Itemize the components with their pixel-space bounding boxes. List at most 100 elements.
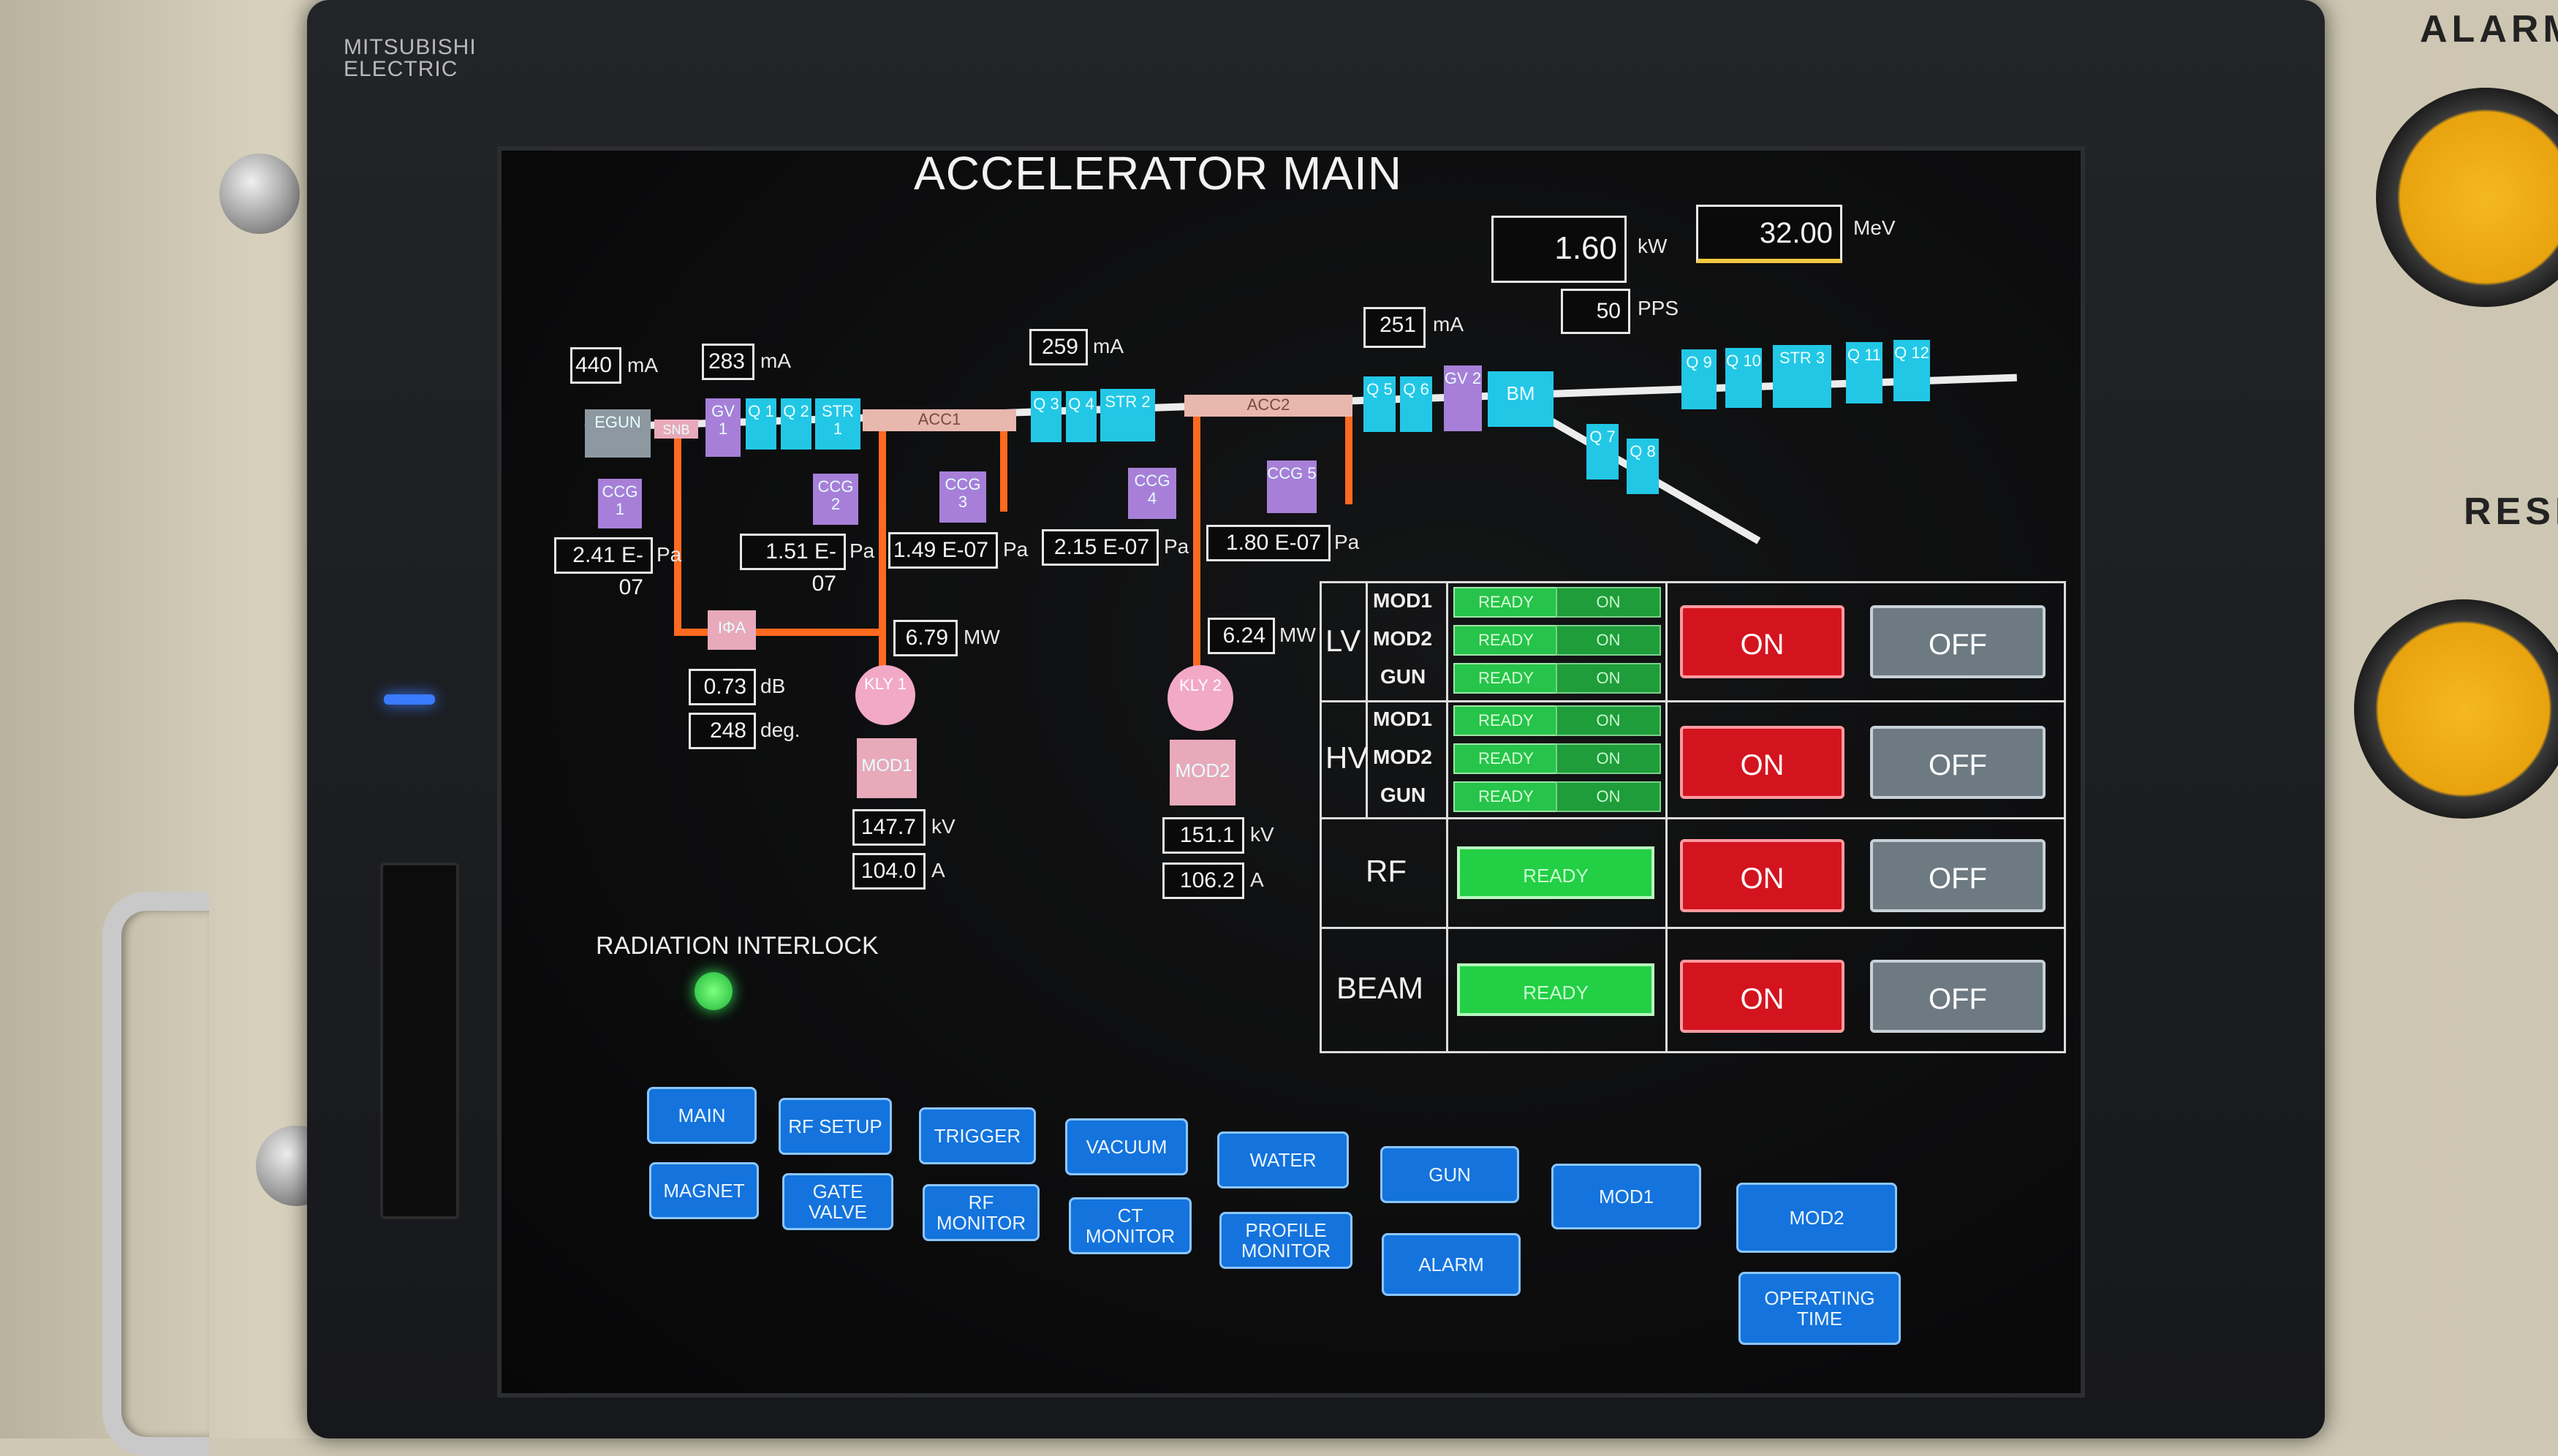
lv-label: LV [1325, 623, 1361, 658]
q1[interactable]: Q 1 [746, 398, 776, 450]
beam-on-button[interactable]: ON [1680, 960, 1844, 1033]
lv-mod1-ready: READY [1453, 587, 1559, 618]
current-unit-3: mA [1093, 335, 1124, 357]
acc1[interactable]: ACC1 [863, 409, 1016, 431]
q5[interactable]: Q 5 [1363, 376, 1396, 432]
page-title: ACCELERATOR MAIN [914, 147, 1402, 200]
hv-mod2-state: ON [1556, 743, 1661, 774]
q11[interactable]: Q 11 [1846, 342, 1882, 403]
q6[interactable]: Q 6 [1400, 376, 1432, 432]
q10[interactable]: Q 10 [1725, 348, 1762, 408]
alarm-button[interactable] [2376, 88, 2558, 307]
lv-mod1-state: ON [1556, 587, 1661, 618]
egun[interactable]: EGUN [585, 409, 651, 458]
current-readout-1: 440 [570, 347, 621, 384]
divider [1446, 583, 1448, 1051]
brand-line2: ELECTRIC [344, 57, 458, 81]
radiation-interlock-label: RADIATION INTERLOCK [596, 932, 879, 960]
ccg5[interactable]: CCG 5 [1267, 460, 1317, 513]
phase-attenuator[interactable]: IΦA [708, 610, 756, 650]
mw2-unit: MW [1279, 623, 1316, 646]
current-readout-4: 251 [1363, 307, 1426, 348]
nav-trigger-button[interactable]: TRIGGER [919, 1107, 1036, 1164]
current-unit-1: mA [627, 354, 658, 376]
bm[interactable]: BM [1488, 371, 1554, 427]
snb[interactable]: SNB [654, 420, 698, 439]
pressure-readout-1: 2.41 E-07 [554, 537, 653, 599]
q4[interactable]: Q 4 [1066, 391, 1097, 442]
mod2-kv-readout: 151.1 [1162, 817, 1244, 854]
gv2[interactable]: GV 2 [1444, 365, 1482, 431]
q2[interactable]: Q 2 [781, 398, 811, 450]
ccg2[interactable]: CCG 2 [813, 474, 858, 525]
pressure-unit-2: Pa [849, 539, 875, 562]
nav-gun-button[interactable]: GUN [1380, 1146, 1519, 1203]
mod1-kv-unit: kV [931, 815, 956, 838]
deg-readout: 248 [689, 713, 756, 749]
cabinet-handle [102, 892, 209, 1456]
lv-on-button[interactable]: ON [1680, 605, 1844, 678]
q12[interactable]: Q 12 [1893, 340, 1930, 401]
hv-off-button[interactable]: OFF [1870, 726, 2046, 799]
pressure-readout-4: 2.15 E-07 [1042, 529, 1159, 566]
lv-mod2-state: ON [1556, 625, 1661, 656]
mod1-a-unit: A [931, 859, 945, 881]
nav-mod2-button[interactable]: MOD2 [1736, 1183, 1897, 1253]
beam-label: BEAM [1336, 971, 1424, 1005]
divider [1322, 927, 2064, 929]
rf-off-button[interactable]: OFF [1870, 839, 2046, 912]
q9[interactable]: Q 9 [1681, 349, 1717, 409]
q3[interactable]: Q 3 [1031, 391, 1062, 442]
nav-main-button[interactable]: MAIN [647, 1087, 757, 1144]
lv-row-label: MOD1 [1373, 589, 1432, 612]
str3[interactable]: STR 3 [1773, 345, 1831, 408]
nav-rf-setup-button[interactable]: RF SETUP [779, 1098, 892, 1155]
nav-operating-time-button[interactable]: OPERATING TIME [1738, 1272, 1901, 1345]
rf-on-button[interactable]: ON [1680, 839, 1844, 912]
nav-alarm-button[interactable]: ALARM [1382, 1233, 1521, 1296]
radiation-interlock-indicator [695, 972, 733, 1010]
q8[interactable]: Q 8 [1627, 439, 1659, 494]
nav-vacuum-button[interactable]: VACUUM [1065, 1118, 1188, 1175]
ccg4[interactable]: CCG 4 [1128, 468, 1176, 519]
nav-mod1-button[interactable]: MOD1 [1551, 1164, 1701, 1229]
deg-unit: deg. [760, 718, 801, 741]
modulator-2[interactable]: MOD2 [1170, 740, 1236, 805]
str2[interactable]: STR 2 [1100, 389, 1155, 441]
waveguide-2 [674, 629, 886, 636]
hv-on-button[interactable]: ON [1680, 726, 1844, 799]
ccg3[interactable]: CCG 3 [939, 471, 986, 523]
nav-ct-monitor-button[interactable]: CT MONITOR [1069, 1197, 1192, 1254]
ccg1[interactable]: CCG 1 [598, 479, 642, 528]
klystron-2[interactable]: KLY 2 [1168, 665, 1233, 731]
nav-magnet-button[interactable]: MAGNET [649, 1162, 759, 1219]
pressure-unit-1: Pa [656, 543, 682, 566]
power-unit: kW [1638, 235, 1668, 257]
lv-off-button[interactable]: OFF [1870, 605, 2046, 678]
reset-button[interactable] [2354, 599, 2558, 819]
hv-label: HV [1325, 740, 1369, 775]
klystron-1[interactable]: KLY 1 [855, 665, 915, 725]
usb-slot-cover [380, 862, 459, 1219]
hv-mod1-ready: READY [1453, 705, 1559, 736]
gv1[interactable]: GV 1 [705, 398, 741, 457]
str1[interactable]: STR 1 [815, 398, 860, 450]
current-readout-2: 283 [702, 344, 754, 380]
nav-rf-monitor-button[interactable]: RF MONITOR [923, 1184, 1040, 1241]
nav-profile-monitor-button[interactable]: PROFILE MONITOR [1219, 1212, 1352, 1269]
waveguide-5 [1193, 409, 1200, 680]
mod2-kv-unit: kV [1250, 823, 1274, 846]
current-unit-2: mA [760, 349, 791, 372]
modulator-1[interactable]: MOD1 [857, 738, 917, 798]
beam-off-button[interactable]: OFF [1870, 960, 2046, 1033]
q7[interactable]: Q 7 [1586, 424, 1619, 479]
nav-gate-valve-button[interactable]: GATE VALVE [782, 1173, 893, 1230]
waveguide-1 [674, 424, 681, 636]
lv-row-label: GUN [1380, 665, 1426, 688]
power-led [384, 694, 435, 705]
nav-water-button[interactable]: WATER [1217, 1131, 1349, 1188]
pressure-readout-3: 1.49 E-07 [888, 532, 998, 569]
waveguide-6 [1345, 409, 1352, 504]
acc2[interactable]: ACC2 [1184, 395, 1352, 417]
pressure-unit-3: Pa [1003, 538, 1029, 561]
